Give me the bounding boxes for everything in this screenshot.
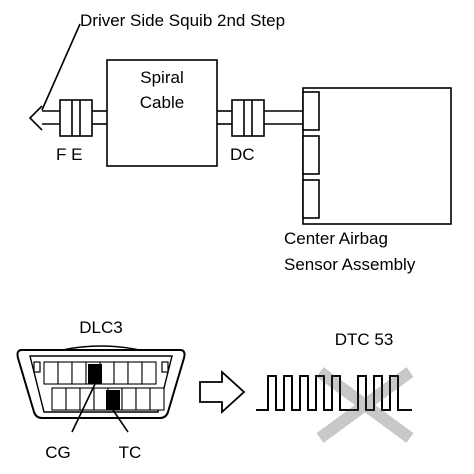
hollow-right-arrow-icon (199, 369, 246, 415)
connector-fe (59, 99, 93, 137)
dlc3-pin (127, 361, 143, 385)
squib-label: Driver Side Squib 2nd Step (80, 11, 285, 30)
terminal-tc (106, 390, 120, 410)
dlc3-pin (113, 361, 129, 385)
tc-label: TC (119, 443, 142, 462)
cg-label: CG (45, 443, 71, 462)
dlc3-pin (65, 387, 81, 411)
sensor-port-2 (302, 135, 320, 175)
connector-dc-label: DC (230, 145, 255, 164)
sensor-port-1 (302, 91, 320, 131)
dlc3-pin (99, 361, 115, 385)
squib-tip (28, 105, 43, 131)
dlc3-pin (121, 387, 137, 411)
dlc3-pin (43, 361, 59, 385)
connector-dc (231, 99, 265, 137)
spiral-cable-label-line2: Cable (140, 93, 184, 112)
dlc3-pin (51, 387, 67, 411)
dlc3-label: DLC3 (79, 318, 122, 337)
x-mark-icon (316, 367, 414, 443)
dtc-53-waveform-overlay (256, 375, 412, 411)
sensor-label-line1: Center Airbag (284, 229, 388, 248)
dlc3-pin (71, 361, 87, 385)
spiral-cable-label-line1: Spiral (140, 68, 183, 87)
sensor-port-3 (302, 179, 320, 219)
terminal-cg (88, 364, 102, 384)
connector-fe-label: F E (56, 145, 82, 164)
tc-leader-line (112, 409, 129, 433)
dlc3-pin (93, 387, 109, 411)
dlc3-pin (149, 387, 165, 411)
dlc3-pin (135, 387, 151, 411)
squib-leader-line (41, 23, 81, 111)
spiral-cable-box (106, 59, 218, 167)
dlc3-pin (57, 361, 73, 385)
dlc3-pin (141, 361, 157, 385)
airbag-sensor-box (302, 87, 452, 225)
cg-leader-line (71, 383, 96, 433)
dtc-label: DTC 53 (335, 330, 394, 349)
sensor-label-line2: Sensor Assembly (284, 255, 416, 274)
